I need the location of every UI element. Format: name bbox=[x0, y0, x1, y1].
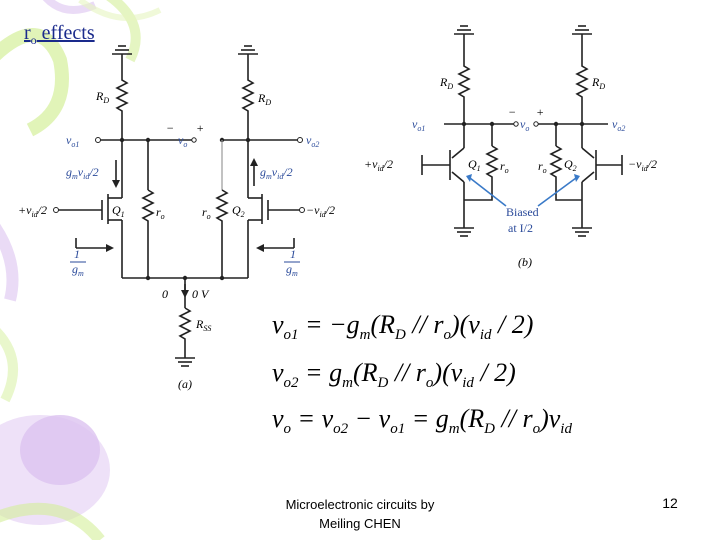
ground-b-left bbox=[454, 227, 474, 237]
terminal-vin-pos bbox=[53, 207, 59, 213]
circuit-diagram-a: RD RD vo1 vo2 − + vo ro ro Q1 +vid/2 Q2 … bbox=[18, 45, 335, 391]
transistor-q2 bbox=[247, 194, 302, 278]
label-zero: 0 bbox=[162, 287, 168, 301]
resistor-b-ro-right bbox=[549, 145, 582, 201]
footer-line-1: Microelectronic circuits by bbox=[285, 497, 435, 512]
supply-ground-left bbox=[112, 45, 132, 64]
slide-title: ro effects bbox=[24, 22, 95, 47]
supply-ground-b-right bbox=[572, 25, 592, 44]
deco-blob-purple bbox=[20, 415, 100, 485]
resistor-ro-left bbox=[141, 189, 155, 278]
label-vo-a: vo bbox=[178, 133, 187, 149]
annot-arrow-right bbox=[537, 177, 577, 207]
equation-vo: vo = vo2 − vo1 = gm(RD // ro)vid bbox=[272, 404, 572, 438]
label-vo2: vo2 bbox=[306, 133, 319, 149]
resistor-b-rd-right bbox=[575, 44, 589, 124]
label-gm-frac-right: gm bbox=[286, 262, 298, 278]
label-b-q1: Q1 bbox=[468, 157, 481, 173]
resistor-b-rd-left bbox=[457, 44, 471, 124]
page-number: 12 bbox=[662, 495, 678, 511]
supply-ground-b-left bbox=[454, 25, 474, 44]
supply-ground-right bbox=[238, 45, 258, 64]
label-ro-right: ro bbox=[202, 205, 211, 221]
label-b-vin-neg: −vid/2 bbox=[628, 157, 657, 173]
label-vo1: vo1 bbox=[66, 133, 79, 149]
label-rd-right: RD bbox=[257, 91, 271, 107]
label-b-vo2: vo2 bbox=[612, 117, 625, 133]
label-ro-left: ro bbox=[156, 205, 165, 221]
label-b-vo: vo bbox=[520, 117, 529, 133]
terminal-vo2 bbox=[297, 137, 303, 143]
label-b-plus: + bbox=[536, 105, 544, 119]
deco-swirl-mid bbox=[78, 0, 162, 21]
deco-swirl-green-2 bbox=[106, 0, 141, 63]
label-q2: Q2 bbox=[232, 203, 245, 219]
label-gm-left: gmvid/2 bbox=[66, 165, 99, 181]
label-minus-a: − bbox=[166, 121, 174, 135]
ground-b-right bbox=[572, 227, 592, 237]
label-zero-v: 0 V bbox=[192, 287, 210, 301]
transistor-q1 bbox=[56, 194, 123, 278]
label-biased: Biased bbox=[506, 205, 539, 219]
terminal-vin-neg bbox=[299, 207, 305, 213]
equation-vo1: vo1 = −gm(RD // ro)(vid / 2) bbox=[272, 310, 534, 344]
resistor-b-ro-left bbox=[464, 145, 499, 201]
label-b-rd-left: RD bbox=[439, 75, 453, 91]
label-rss: RSS bbox=[195, 317, 211, 333]
label-b-vin-pos: +vid/2 bbox=[364, 157, 393, 173]
transistor-b-q1 bbox=[421, 124, 465, 228]
equation-vo2: vo2 = gm(RD // ro)(vid / 2) bbox=[272, 358, 516, 392]
label-gm-right: gmvid/2 bbox=[260, 165, 293, 181]
resistor-rd-right bbox=[241, 64, 255, 140]
circuit-diagram-b: RD RD vo1 vo2 − + vo Q1 +vid/2 Q2 −vid/2… bbox=[364, 25, 657, 269]
label-plus-a: + bbox=[196, 121, 204, 135]
label-b-ro-left: ro bbox=[500, 159, 509, 175]
deco-swirl-left bbox=[0, 328, 18, 403]
label-rd-left: RD bbox=[95, 89, 109, 105]
terminal-vo1 bbox=[95, 137, 101, 143]
footer-credit: Microelectronic circuits by Meiling CHEN bbox=[230, 495, 490, 533]
label-1gm-left: 1 bbox=[74, 247, 80, 261]
annot-arrow-left bbox=[469, 177, 507, 207]
resistor-rd-left bbox=[115, 64, 129, 140]
label-b-ro-right: ro bbox=[538, 159, 547, 175]
caption-a: (a) bbox=[178, 377, 192, 391]
deco-swirl-green bbox=[0, 28, 69, 137]
caption-b: (b) bbox=[518, 255, 532, 269]
label-biased-at: at I/2 bbox=[508, 221, 533, 235]
label-b-vo1: vo1 bbox=[412, 117, 425, 133]
resistor-rss bbox=[178, 307, 192, 358]
deco-swirl-purple bbox=[0, 223, 19, 302]
label-b-minus: − bbox=[508, 105, 516, 119]
transistor-b-q2 bbox=[581, 124, 623, 228]
label-1gm-right: 1 bbox=[290, 247, 296, 261]
label-b-rd-right: RD bbox=[591, 75, 605, 91]
label-b-q2: Q2 bbox=[564, 157, 577, 173]
label-q1: Q1 bbox=[112, 203, 125, 219]
label-vin-neg-a: −vid/2 bbox=[306, 203, 335, 219]
ground-rss bbox=[175, 357, 195, 367]
label-gm-frac-left: gm bbox=[72, 262, 84, 278]
deco-swirl-bottom bbox=[0, 502, 105, 540]
label-vin-pos-a: +vid/2 bbox=[18, 203, 47, 219]
resistor-ro-right bbox=[215, 189, 229, 278]
footer-line-2: Meiling CHEN bbox=[319, 516, 401, 531]
